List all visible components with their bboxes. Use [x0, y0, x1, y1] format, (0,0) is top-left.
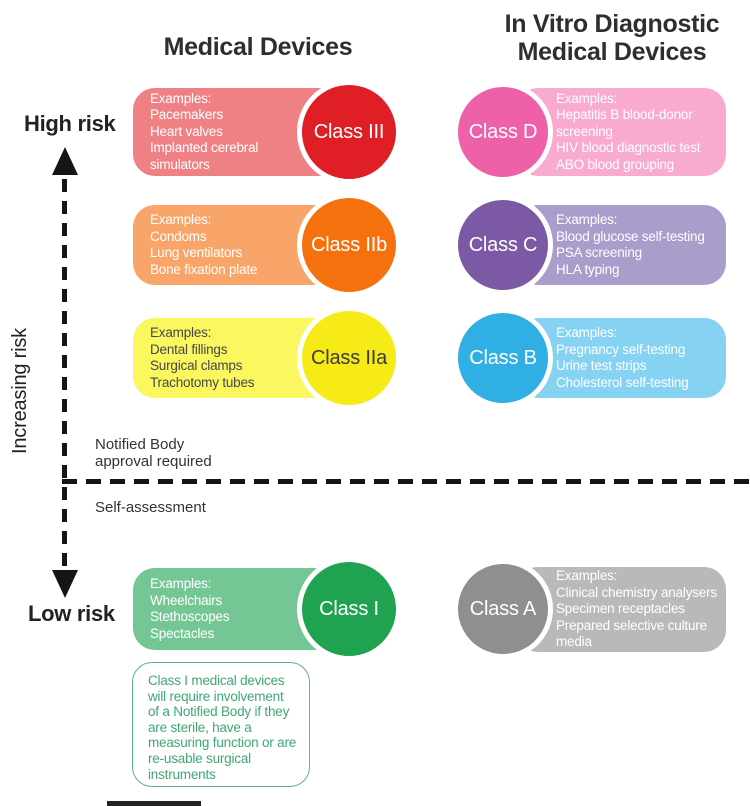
class-iia-circle: Class IIa: [297, 306, 401, 410]
class-i-note-box: Class I medical devices will require inv…: [132, 662, 310, 787]
example-item: HLA typing: [556, 261, 620, 277]
class-i-label: Class I: [319, 597, 379, 620]
example-item: Pacemakers: [150, 107, 224, 123]
example-item: PSA screening: [556, 245, 642, 260]
class-iia-label: Class IIa: [310, 346, 387, 369]
class-i-note-text: Class I medical devices will require inv…: [148, 673, 297, 782]
self-assessment-label: Self-assessment: [95, 499, 206, 516]
class-iib-circle: Class IIb: [297, 193, 401, 297]
class-a-circle: Class A: [453, 559, 553, 659]
example-item: Blood glucose self-testing: [556, 228, 705, 244]
example-item: Wheelchairs: [150, 592, 223, 608]
horizontal-dashed-divider: [62, 479, 750, 484]
examples-heading: Examples:: [150, 212, 212, 227]
example-item: Trachotomy tubes: [150, 374, 255, 390]
example-item: Urine test strips: [556, 358, 647, 373]
class-b-circle: Class B: [453, 308, 553, 408]
examples-heading: Examples:: [150, 90, 212, 106]
class-d-circle: Class D: [453, 82, 553, 182]
vertical-dashed-axis: [62, 179, 67, 569]
down-arrowhead-icon: [52, 570, 78, 598]
class-d-label: Class D: [468, 120, 538, 143]
ivd-medical-devices-title: In Vitro Diagnostic Medical Devices: [492, 10, 732, 66]
class-c-label: Class C: [468, 233, 538, 256]
example-item: ABO blood grouping: [556, 156, 674, 172]
examples-heading: Examples:: [556, 212, 618, 227]
examples-heading: Examples:: [556, 90, 618, 106]
high-risk-label: High risk: [24, 111, 116, 136]
up-arrowhead-icon: [52, 147, 78, 175]
example-item: Condoms: [150, 228, 207, 244]
notified-body-approval-label: Notified Body approval required: [95, 436, 212, 470]
class-i-circle: Class I: [297, 557, 401, 661]
example-item: Clinical chemistry analysers: [556, 584, 717, 600]
class-iii-circle: Class III: [297, 80, 401, 184]
example-item: Lung ventilators: [150, 245, 243, 260]
ivd-title-line2: Medical Devices: [517, 38, 707, 66]
example-item: Specimen receptacles: [556, 601, 685, 617]
example-item: Bone fixation plate: [150, 261, 258, 277]
example-item: Heart valves: [150, 123, 223, 139]
example-item: Stethoscopes: [150, 609, 230, 624]
example-item: HIV blood diagnostic test: [556, 140, 701, 156]
examples-heading: Examples:: [150, 576, 212, 591]
examples-heading: Examples:: [556, 325, 618, 340]
example-item: Implanted cerebral simulators: [150, 140, 259, 172]
low-risk-label: Low risk: [28, 601, 115, 626]
example-item: Cholesterol self-testing: [556, 374, 689, 390]
example-item: Spectacles: [150, 625, 215, 641]
examples-heading: Examples:: [150, 325, 212, 340]
class-a-label: Class A: [469, 597, 537, 620]
ivd-title-line1: In Vitro Diagnostic: [504, 10, 720, 38]
increasing-risk-label: Increasing risk: [9, 328, 31, 454]
example-item: Surgical clamps: [150, 358, 243, 373]
class-b-label: Class B: [469, 346, 537, 369]
class-iii-label: Class III: [313, 120, 385, 143]
examples-heading: Examples:: [556, 568, 618, 584]
class-iib-label: Class IIb: [310, 233, 387, 256]
example-item: Pregnancy self-testing: [556, 341, 686, 357]
example-item: Dental fillings: [150, 341, 228, 357]
class-c-circle: Class C: [453, 195, 553, 295]
example-item: Prepared selective culture media: [556, 617, 707, 650]
cropped-footer-bar: [107, 801, 201, 806]
example-item: Hepatitis B blood-donor screening: [556, 107, 693, 139]
medical-devices-title: Medical Devices: [163, 33, 353, 61]
